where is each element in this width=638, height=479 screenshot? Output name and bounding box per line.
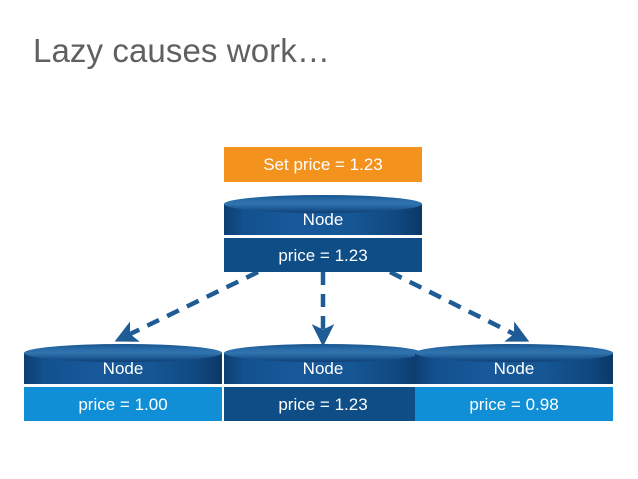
node-replica-3-cylinder: Node [415, 344, 613, 389]
node-replica-3-value: price = 0.98 [415, 387, 613, 421]
node-replica-2-value: price = 1.23 [224, 387, 422, 421]
node-replica-2: Node price = 1.23 [224, 344, 422, 421]
arrow-to-replica-1 [114, 269, 259, 342]
node-root-title: Node [302, 210, 344, 229]
node-root-cylinder: Node [224, 195, 422, 240]
arrow-to-replica-3 [388, 269, 530, 342]
node-root-value: price = 1.23 [224, 238, 422, 272]
set-price-action-label: Set price = 1.23 [263, 155, 383, 174]
node-replica-2-title: Node [302, 359, 344, 378]
cylinder-top-ellipse-icon [224, 344, 422, 362]
node-replica-3: Node price = 0.98 [415, 344, 613, 421]
cylinder-top-ellipse-icon [24, 344, 222, 362]
set-price-action-box: Set price = 1.23 [224, 147, 422, 182]
node-replica-1-value: price = 1.00 [24, 387, 222, 421]
node-replica-1-title: Node [102, 359, 144, 378]
node-root: Node price = 1.23 [224, 195, 422, 272]
page-title: Lazy causes work… [33, 32, 330, 69]
node-replica-1: Node price = 1.00 [24, 344, 222, 421]
cylinder-top-ellipse-icon [415, 344, 613, 362]
node-replica-2-cylinder: Node [224, 344, 422, 389]
node-replica-1-cylinder: Node [24, 344, 222, 389]
cylinder-top-ellipse-icon [224, 195, 422, 213]
node-replica-3-title: Node [493, 359, 535, 378]
